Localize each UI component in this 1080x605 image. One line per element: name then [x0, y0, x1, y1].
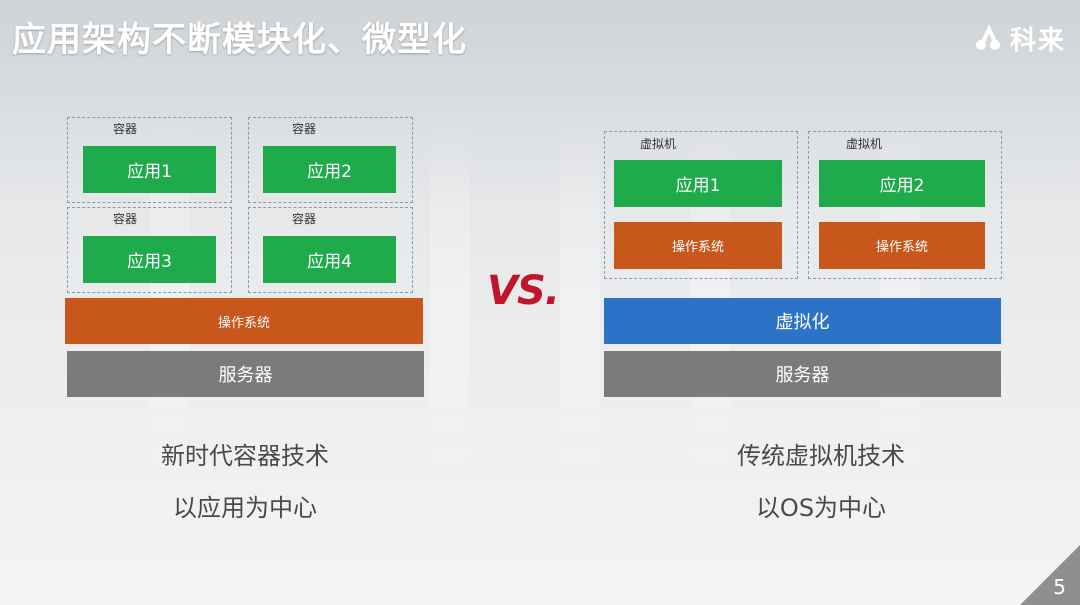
container-label-2: 容器	[292, 122, 317, 136]
vm-label-2: 虚拟机	[846, 137, 883, 151]
container-label-1: 容器	[113, 122, 138, 136]
kelai-logo-icon	[975, 24, 1000, 50]
app-box-2: 应用2	[263, 146, 396, 193]
container-3	[67, 207, 232, 293]
virtualization-bar: 虚拟化	[604, 298, 1001, 344]
app-box-1: 应用1	[83, 146, 216, 193]
caption-right-2: 以OS为中心	[755, 494, 887, 522]
vm-os-box-1: 操作系统	[614, 222, 782, 269]
vs-label: VS.	[487, 268, 560, 314]
caption-right-1: 传统虚拟机技术	[737, 442, 905, 470]
os-bar-left: 操作系统	[65, 298, 423, 344]
page-number: 5	[1053, 575, 1066, 599]
container-4	[248, 207, 413, 293]
page-corner	[1020, 545, 1080, 605]
container-1	[67, 117, 232, 203]
server-bar-right: 服务器	[604, 351, 1001, 397]
container-label-4: 容器	[292, 212, 317, 226]
caption-left-1: 新时代容器技术	[161, 442, 329, 470]
caption-left-2: 以应用为中心	[173, 494, 317, 522]
server-bar-left: 服务器	[67, 351, 424, 397]
vm-label-1: 虚拟机	[640, 137, 677, 151]
container-label-3: 容器	[113, 212, 138, 226]
vm-app-box-1: 应用1	[614, 160, 782, 207]
vm-os-box-2: 操作系统	[819, 222, 985, 269]
logo: 科来	[974, 20, 1066, 57]
vm-1	[604, 131, 798, 279]
vm-2	[808, 131, 1002, 279]
app-box-4: 应用4	[263, 236, 396, 283]
logo-text: 科来	[1009, 26, 1066, 56]
slide-title: 应用架构不断模块化、微型化	[12, 20, 467, 60]
vm-app-box-2: 应用2	[819, 160, 985, 207]
container-2	[248, 117, 413, 203]
app-box-3: 应用3	[83, 236, 216, 283]
